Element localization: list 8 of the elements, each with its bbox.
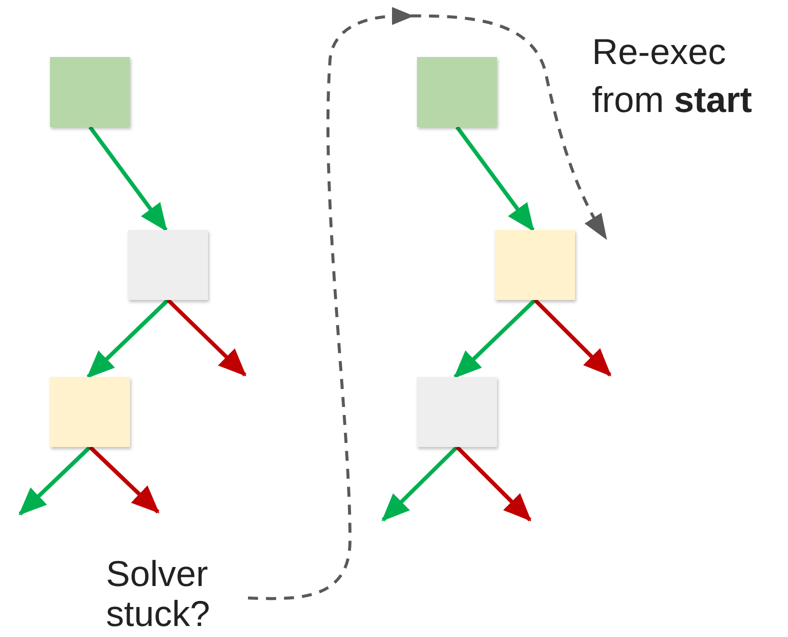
state-box — [417, 57, 497, 127]
state-box — [50, 377, 130, 447]
state-box — [495, 230, 575, 300]
node-label: Solver stuck? — [106, 554, 212, 634]
state-box — [128, 230, 208, 300]
state-box — [417, 377, 497, 447]
annotation-text: Re-exec from start — [592, 30, 754, 122]
state-box — [50, 57, 130, 127]
